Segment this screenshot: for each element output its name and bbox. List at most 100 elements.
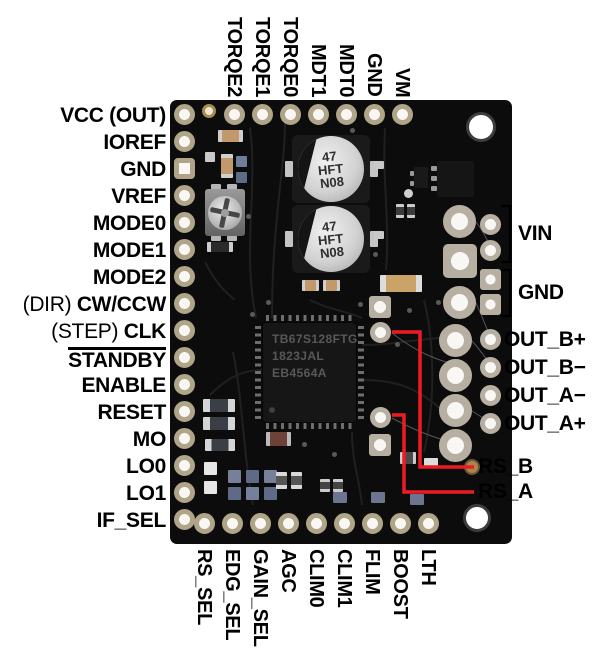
capacitor-marking: 47 HFT N08 [317,147,345,191]
through-hole [252,104,273,125]
sense-hole-rsa [370,407,391,428]
pin-label-torqe1: TORQE1 [251,16,273,97]
out-hole-large [439,359,472,392]
sot-leg [410,171,414,176]
pin-label-gnd-left: GND [120,157,166,181]
through-hole [174,239,195,260]
sense-pad-square [369,296,391,318]
vin-hole-square [443,244,477,278]
pin-label-mdt1: MDT1 [307,43,329,97]
pin-label-agc: AGC [277,549,299,593]
through-hole [174,185,195,206]
gnd-hole-square [480,294,501,315]
through-hole [174,401,195,422]
through-hole [174,428,195,449]
through-hole [174,293,195,314]
out-hole-large [439,324,472,357]
out-hole-small [480,385,501,406]
out-hole-small [480,357,501,378]
trimmer-leg [211,234,221,241]
smd-capacitor [218,130,243,142]
ic-marking-line3: EB4564A [272,366,327,380]
soic-leg [431,186,437,191]
soic-leg [431,166,437,171]
pin-label-rssel: RS_SEL [193,549,215,626]
through-hole-square [174,158,195,179]
smd-component [246,470,259,483]
pin-label-vcc-out: VCC (OUT) [60,103,166,127]
pin-label-out-b-minus: OUT_B− [504,356,586,379]
smd-component [371,492,385,503]
out-hole-small [480,413,501,434]
vin-hole-large [443,205,476,238]
mounting-hole [466,112,496,142]
pin-label-vref: VREF [111,184,166,208]
through-hole [174,509,195,530]
solder-pad [285,161,293,177]
smd-component [264,470,277,483]
pin-label-ioref: IOREF [103,130,166,154]
via [266,300,271,305]
trimmer-center [221,209,229,217]
gnd-hole-large [443,286,476,319]
pin-label-clk: (STEP) CLK [51,319,166,343]
pin-label-lo0: LO0 [126,454,166,478]
pin-label-vin: VIN [518,222,553,245]
smd-component [404,189,413,198]
via [373,252,378,257]
pin-label-edgsel: EDG_SEL [221,549,243,641]
pin-label-gnd-right: GND [518,281,564,304]
pin-label-lo1: LO1 [126,481,166,505]
smd-component [410,494,424,505]
through-hole [308,104,329,125]
pin-label-out-a-plus: OUT_A+ [504,412,586,435]
pin-label-mode2: MODE2 [92,265,166,289]
smd-inductor [380,275,422,292]
via [246,214,251,219]
smd-capacitor [266,432,291,446]
pin-label-mdt0: MDT0 [335,43,357,97]
through-hole [390,513,411,534]
through-hole [280,104,301,125]
sot-leg [410,181,414,186]
smd-component [424,458,438,468]
smd-component [236,172,247,183]
via [407,308,412,313]
through-hole [174,347,195,368]
pin-label-gainsel: GAIN_SEL [249,549,271,647]
through-hole [174,131,195,152]
through-hole [174,104,195,125]
solder-pad [370,161,378,177]
vin-hole-small [480,240,501,261]
pin-label-clim1: CLIM1 [333,549,355,608]
pin-label-torqe2: TORQE2 [223,16,245,97]
ic-marking-line1: TB67S128FTG [272,332,358,346]
through-hole [418,513,439,534]
soic-chip [437,161,474,197]
soic-leg [431,176,437,181]
through-hole [306,513,327,534]
via [395,342,400,347]
pin-label-ifsel: IF_SEL [96,508,167,532]
smd-component [400,452,416,464]
through-hole [222,513,243,534]
ic-pins [255,326,261,419]
pin-label-gnd-top: GND [363,53,385,97]
gnd-hole-square [480,269,501,290]
driver-ic [262,322,357,423]
pin-label-boost: BOOST [389,549,411,619]
through-hole [174,455,195,476]
trimmer-leg [211,184,221,191]
via-hole [202,104,216,118]
pin-label-standby: STANDBY [68,346,166,372]
smd-component [320,479,330,492]
solder-pad [370,231,378,247]
smd-component [333,479,343,492]
out-hole-large [439,429,472,462]
through-hole [392,104,413,125]
pin-label-mode0: MODE0 [92,211,166,235]
smd-component [228,470,241,483]
pin-label-rs-a: RS_A [478,480,533,503]
electrolytic-capacitor: 47 HFT N08 [298,206,364,272]
through-hole [278,513,299,534]
